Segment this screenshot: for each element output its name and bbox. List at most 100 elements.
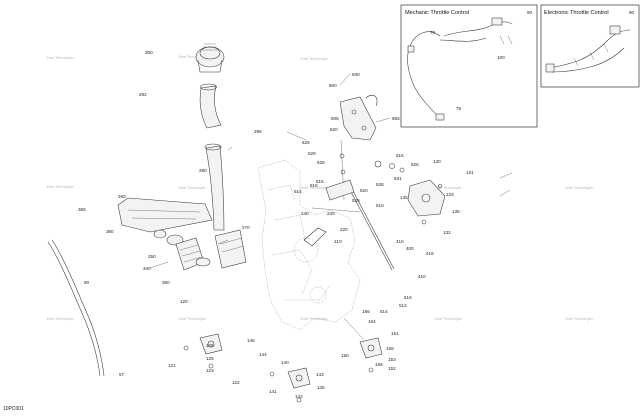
watermark: Sheet Technologies (46, 56, 74, 60)
watermark: Sheet Technologies (300, 57, 328, 61)
callout: 605 (331, 116, 339, 121)
callout: 360 (106, 229, 114, 234)
callout: 166 (362, 309, 370, 314)
callout: 620 (330, 127, 338, 132)
leader-lines (149, 73, 513, 269)
callout: 75 (456, 106, 462, 111)
watermark: Sheet Technologies (434, 317, 462, 321)
callout: 628 (317, 160, 325, 165)
callout: 121 (168, 363, 176, 368)
callout: 416 (426, 251, 434, 256)
callout: 525 (352, 198, 360, 203)
inset-title: Electronic Throttle Control (544, 10, 609, 16)
watermark: Sheet Technologies (46, 185, 74, 189)
callout: 630 (352, 72, 360, 77)
callout: 145 (317, 385, 325, 390)
inset-electronic-throttle: Electronic Throttle Control 90 (540, 4, 640, 88)
callout: 340 (143, 266, 151, 271)
callout: 260 (118, 194, 126, 199)
callout: 625 (302, 140, 310, 145)
callout: 270 (242, 225, 250, 230)
callout: 150 (341, 353, 349, 358)
callout: 510 (376, 203, 384, 208)
figure-code: 10PC001 (3, 406, 24, 412)
watermark: Sheet Technologies (178, 317, 206, 321)
callout: 365 (78, 207, 86, 212)
callout: 250 (148, 254, 156, 259)
callout: 123 (206, 368, 214, 373)
callout: 131 (466, 170, 474, 175)
watermark: Sheet Technologies (178, 55, 206, 59)
callout: 130 (433, 159, 441, 164)
callout: 100 (497, 55, 505, 60)
callout: 300 (145, 50, 153, 55)
callout: 153 (388, 357, 396, 362)
callout: 140 (281, 360, 289, 365)
callout: 230 (327, 211, 335, 216)
callout: 400 (406, 246, 414, 251)
adapter-plate (214, 229, 247, 269)
callout-labels: 300 292 296 280 270 260 250 340 350 365 … (78, 50, 474, 399)
callout: 600 (329, 83, 337, 88)
callout: 280 (199, 168, 207, 173)
throttle-cable (407, 31, 441, 119)
callout: 154 (368, 319, 376, 324)
inset-code: 90 (629, 10, 635, 15)
lower-mounts (183, 317, 383, 403)
callout: 655 (392, 116, 400, 121)
callout: 70 (430, 30, 436, 35)
watermark: Sheet Technologies (46, 317, 74, 321)
callout: 136 (452, 209, 460, 214)
callout: 531 (394, 176, 402, 181)
watermark: Sheet Technologies (300, 186, 328, 190)
clamp (195, 257, 211, 267)
watermark: Sheet Technologies (565, 317, 593, 321)
callout: 515 (316, 179, 324, 184)
callout: 57 (119, 372, 125, 377)
upper-duct (199, 85, 222, 129)
watermark: Sheet Technologies (434, 186, 462, 190)
right-bracket (407, 179, 446, 225)
lower-duct (205, 145, 225, 231)
callout: 144 (259, 352, 267, 357)
inset-mechanic-throttle: Mechanic Throttle Control 90 70 100 75 (400, 4, 538, 128)
callout: 155 (375, 362, 383, 367)
callout: 528 (376, 182, 384, 187)
callout: 122 (232, 380, 240, 385)
clamp (153, 229, 167, 239)
callout: 410 (418, 274, 426, 279)
callout: 151 (391, 331, 399, 336)
callout: 516 (310, 183, 318, 188)
callout: 516 (396, 153, 404, 158)
callout: 520 (360, 188, 368, 193)
callout: 514 (380, 309, 388, 314)
callout: 90 (84, 280, 90, 285)
callout: 146 (247, 338, 255, 343)
callout: 141 (269, 389, 277, 394)
callout: 514 (294, 189, 302, 194)
callout: 629 (308, 151, 316, 156)
throttle-linkage (303, 160, 405, 271)
callout: 142 (295, 394, 303, 399)
callout: 512 (399, 303, 407, 308)
callout: 410 (396, 239, 404, 244)
callout: 240 (301, 211, 309, 216)
intake-tube (117, 197, 213, 233)
engine-outline (257, 159, 361, 331)
callout: 158 (386, 346, 394, 351)
intake-assembly (47, 43, 247, 377)
callout: 135 (400, 195, 408, 200)
inset-code: 90 (527, 10, 533, 15)
watermark: Sheet Technologies (178, 186, 206, 190)
watermark: Sheet Technologies (565, 186, 593, 190)
watermark: Sheet Technologies (300, 317, 328, 321)
callout: 133 (446, 192, 454, 197)
callout: 526 (411, 162, 419, 167)
callout: 292 (139, 92, 147, 97)
callout: 132 (443, 230, 451, 235)
callout: 125 (206, 343, 214, 348)
callout: 296 (254, 129, 262, 134)
callout: 126 (206, 356, 214, 361)
callout: 516 (404, 295, 412, 300)
